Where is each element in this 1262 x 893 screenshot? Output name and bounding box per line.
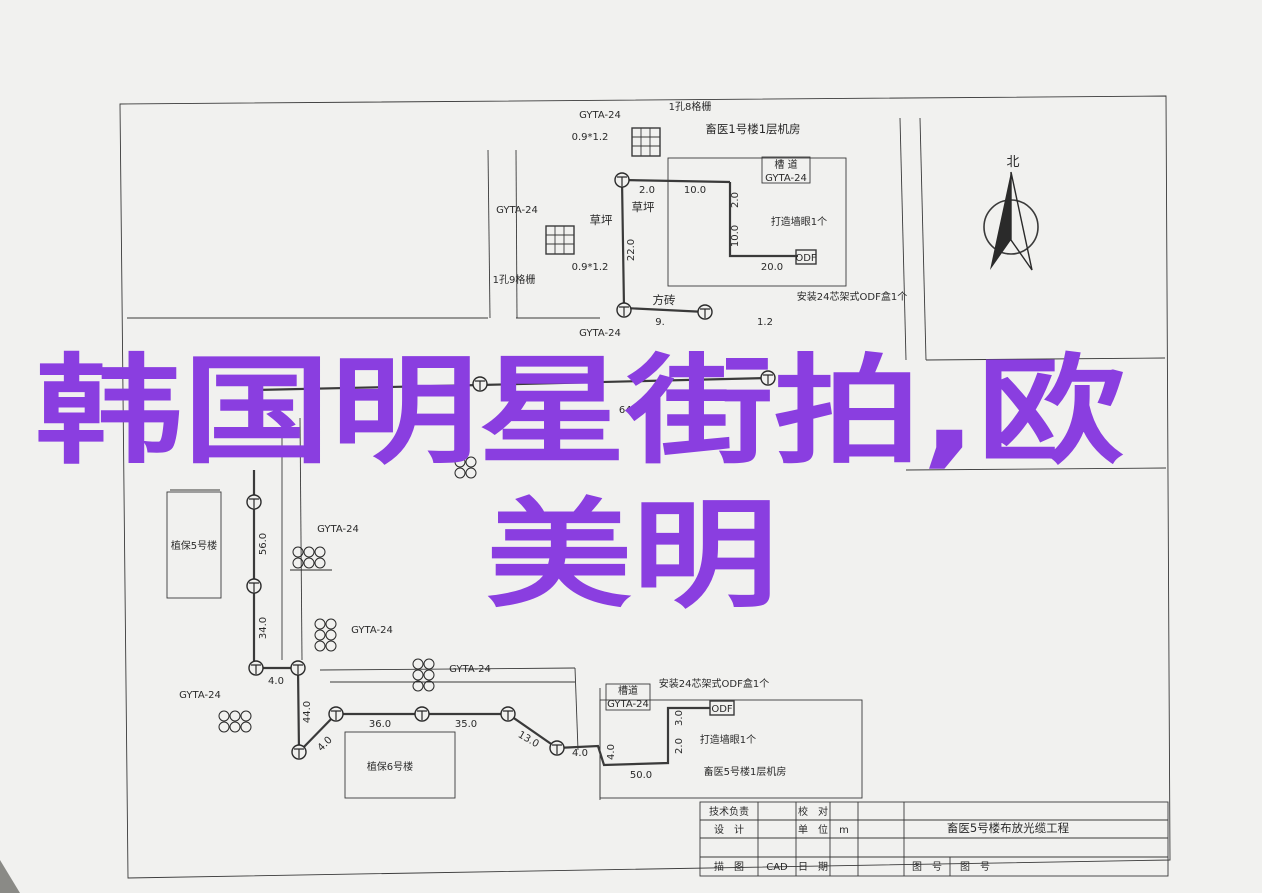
- pipe-bundles: [218, 456, 477, 733]
- well-box-bottom: [605, 683, 651, 711]
- square-brick-label: 方砖: [653, 293, 676, 307]
- left-gyta: GYTA-24: [496, 205, 538, 216]
- odf-bottom-label: ODF: [711, 704, 733, 715]
- building-bottom-right-label: 畜医5号楼1层机房: [704, 765, 787, 778]
- overlay-caption-line2: 美明: [486, 486, 778, 624]
- gyta-label-2: GYTA-24: [351, 625, 393, 636]
- pipe-bundle-icon: [218, 710, 252, 733]
- dist-4-c: 4.0: [572, 748, 588, 759]
- tb-draw: 描 图: [714, 860, 744, 873]
- well-bottom-label: 槽道: [618, 684, 638, 697]
- dist-44: 44: [366, 390, 379, 401]
- pipe-bundle-icon: [454, 456, 477, 479]
- dist-50: 50.0: [630, 770, 652, 781]
- tb-unit-val: m: [839, 825, 849, 836]
- wall-note-top: 打造墙眼1个: [771, 215, 827, 228]
- pipe-bundle-icon: [290, 546, 332, 571]
- manhole-icon: [472, 376, 488, 392]
- dist-9: 9.: [655, 317, 665, 328]
- tb-unit: 单 位: [798, 823, 828, 836]
- manhole-icon: [614, 172, 630, 188]
- dist-44-0: 44.0: [302, 701, 313, 723]
- manhole-markers: [246, 172, 776, 760]
- top-gyta: GYTA-24: [579, 110, 621, 121]
- well-top-gyta: GYTA-24: [765, 173, 807, 184]
- top-grid-spec: 0.9*1.2: [572, 132, 609, 143]
- manhole-icon: [248, 660, 264, 676]
- tb-figure-no: 图 号: [960, 861, 990, 873]
- tb-check: 校 对: [798, 805, 828, 818]
- manhole-icon: [246, 494, 262, 510]
- manhole-icon: [414, 706, 430, 722]
- manhole-icon: [697, 304, 713, 320]
- odf-box: [795, 249, 817, 265]
- tb-tech: 技术负责: [709, 805, 749, 818]
- overlay-caption-line1: 韩国明星街拍,欧: [35, 342, 1125, 480]
- dist-36: 36.0: [369, 719, 391, 730]
- cable-well-left: GYTA-24 1孔9格栅 0.9*1.2: [493, 205, 609, 286]
- left-grid-spec: 0.9*1.2: [572, 262, 609, 273]
- odf-label: ODF: [795, 253, 817, 264]
- install-note-bottom: 安装24芯架式ODF盒1个: [659, 677, 769, 690]
- north-label: 北: [1006, 155, 1019, 170]
- tb-drawing-no: 图 号: [912, 861, 942, 873]
- dist-2-top: 2.0: [639, 185, 655, 196]
- title-block: 技术负责 设 计 描 图 CAD 校 对 单 位 m 日 期 畜医5号楼布放光缆…: [699, 801, 1169, 877]
- manhole-icon: [290, 660, 306, 676]
- pipe-bundle-icon: [412, 658, 435, 692]
- dist-35: 35.0: [455, 719, 477, 730]
- manhole-icon: [500, 706, 516, 722]
- tb-date: 日 期: [798, 861, 828, 873]
- manhole-icon: [549, 740, 565, 756]
- install-note-top: 安装24芯架式ODF盒1个: [797, 290, 907, 303]
- building-top-right: [667, 157, 847, 287]
- building-bottom-left: [344, 731, 456, 799]
- well-box-top: [761, 156, 811, 184]
- dist-4-d: 4.0: [606, 744, 617, 760]
- dist-22: 22.0: [626, 239, 637, 261]
- gyta-label-4: GYTA-24: [179, 690, 221, 701]
- tb-project: 畜医5号楼布放光缆工程: [947, 821, 1070, 835]
- tb-design: 设 计: [714, 823, 744, 836]
- gyta-label-5: GYTA-24: [579, 328, 621, 339]
- dist-64: 64.0: [619, 405, 641, 416]
- manhole-icon: [291, 744, 307, 760]
- manhole-icon: [616, 302, 632, 318]
- well-bottom-gyta: GYTA-24: [607, 699, 649, 710]
- grass-label: 草坪: [590, 213, 613, 227]
- tb-cad: CAD: [766, 862, 788, 873]
- dist-34: 34.0: [258, 617, 269, 639]
- pipe-bundle-icon: [314, 618, 337, 652]
- dist-3: 3.0: [674, 710, 685, 726]
- cable-well-top: GYTA-24 1孔8格栅 0.9*1.2: [572, 100, 712, 157]
- north-arrow-icon: 北: [983, 155, 1039, 271]
- dist-1-2: 1.2: [757, 317, 773, 328]
- manhole-icon: [246, 578, 262, 594]
- dist-2-b: 2.0: [674, 738, 685, 754]
- left-grid-label: 1孔9格栅: [493, 273, 536, 286]
- grass-label-2: 草坪: [632, 200, 655, 214]
- gyta-label-3: GYTA-24: [449, 664, 491, 675]
- dist-56: 56.0: [258, 533, 269, 555]
- dist-2-right: 2.0: [730, 192, 741, 208]
- gyta-label-1: GYTA-24: [317, 524, 359, 535]
- drawing-frame: [119, 95, 1171, 879]
- well-top-label: 槽 道: [774, 158, 797, 171]
- building-bottom-left-label: 植保6号楼: [367, 760, 413, 773]
- dist-10-top: 10.0: [684, 185, 706, 196]
- building-left-label: 植保5号楼: [171, 539, 217, 552]
- top-grid-label: 1孔8格栅: [669, 100, 712, 113]
- odf-box-bottom: [709, 700, 735, 716]
- building-left: [166, 491, 222, 599]
- wall-note-bottom: 打造墙眼1个: [700, 733, 756, 746]
- manhole-icon: [760, 370, 776, 386]
- dist-4-a: 4.0: [268, 676, 284, 687]
- building-top-right-label: 畜医1号楼1层机房: [705, 122, 800, 136]
- dist-20: 20.0: [761, 262, 783, 273]
- manhole-icon: [328, 706, 344, 722]
- dist-10-right: 10.0: [730, 225, 741, 247]
